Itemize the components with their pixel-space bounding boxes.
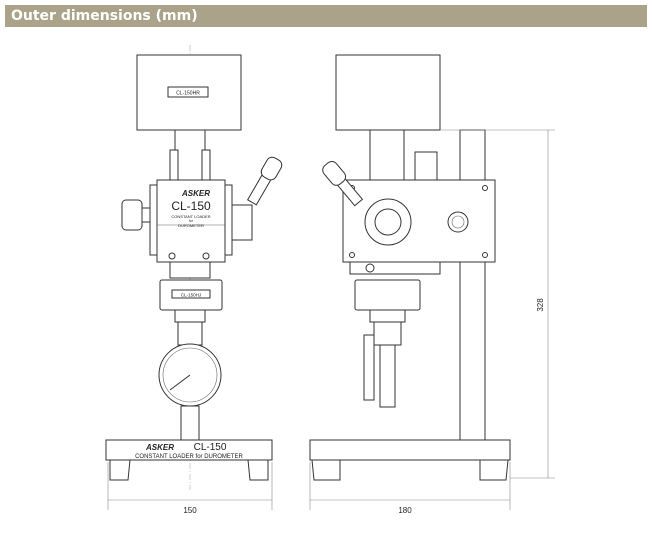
drawing-part: [379, 344, 396, 408]
drawing-part: [231, 204, 253, 241]
drawing-part: [246, 156, 283, 206]
drawing-part: [349, 252, 355, 258]
drawing-part: [482, 252, 488, 258]
side-base: [309, 439, 511, 461]
drawing-part: [363, 334, 375, 401]
front-brand: ASKER: [181, 189, 210, 198]
drawing-part: [141, 207, 151, 223]
side-view: 180 328: [309, 54, 555, 515]
drawing-part: [311, 459, 341, 481]
drawing-part: [365, 263, 375, 273]
section-header: Outer dimensions (mm): [5, 5, 647, 27]
drawing-part: [174, 129, 206, 181]
drawing-part: [177, 321, 203, 346]
drawing-part: [482, 185, 488, 191]
drawing-part: CONSTANT LOADER: [171, 214, 210, 219]
drawing-part: [414, 151, 438, 181]
drawing-part: [109, 459, 131, 481]
side-knob: [121, 199, 143, 231]
drawing-part: [349, 261, 441, 275]
drawing-part: [369, 129, 405, 181]
drawing-part: [322, 161, 347, 186]
drawing-part: [447, 211, 469, 233]
drawing-part: [169, 374, 191, 391]
drawing-part: [247, 459, 269, 481]
drawing-part: [374, 208, 402, 236]
front-body: [156, 179, 226, 263]
drawing-part: [202, 252, 210, 260]
drawing-part: [479, 459, 509, 481]
column: [459, 129, 486, 441]
dim-height: 328: [536, 298, 545, 312]
drawing-part: [167, 86, 209, 98]
front-base: [105, 439, 273, 461]
drawing-part: [162, 347, 218, 403]
drawing-part: [168, 252, 176, 260]
drawing-part: [322, 161, 364, 207]
drawing-part: DUROMETER: [178, 223, 204, 228]
drawing-part: [373, 321, 402, 346]
front-model: CL-150: [171, 199, 211, 213]
drawing-part: [169, 149, 179, 181]
front-view: CL-150HR ASKER CL-150 CONSTANT LOADER fo…: [105, 45, 283, 515]
drawing-part: ASKER: [145, 443, 174, 452]
drawing-part: CL-150: [194, 442, 227, 453]
drawing-part: [171, 289, 211, 299]
drawing-part: [369, 309, 406, 323]
section-title: Outer dimensions (mm): [11, 8, 198, 24]
dim-width-side: 180: [398, 506, 412, 515]
drawing-part: [201, 149, 211, 181]
drawing-part: for: [189, 219, 194, 223]
drawing-part: [354, 279, 421, 311]
drawing-part: [174, 309, 206, 323]
top-label: CL-150HR: [176, 91, 200, 97]
drawing-part: [260, 156, 283, 181]
side-motor-housing: [335, 54, 441, 131]
lower-label: CL-150HJ: [181, 293, 201, 298]
drawing-part: [169, 261, 211, 279]
base-caption: CONSTANT LOADER for DUROMETER: [135, 454, 243, 460]
dim-width-front: 150: [183, 506, 197, 515]
drawing-part: [451, 215, 465, 229]
drawing-part: [180, 405, 200, 441]
